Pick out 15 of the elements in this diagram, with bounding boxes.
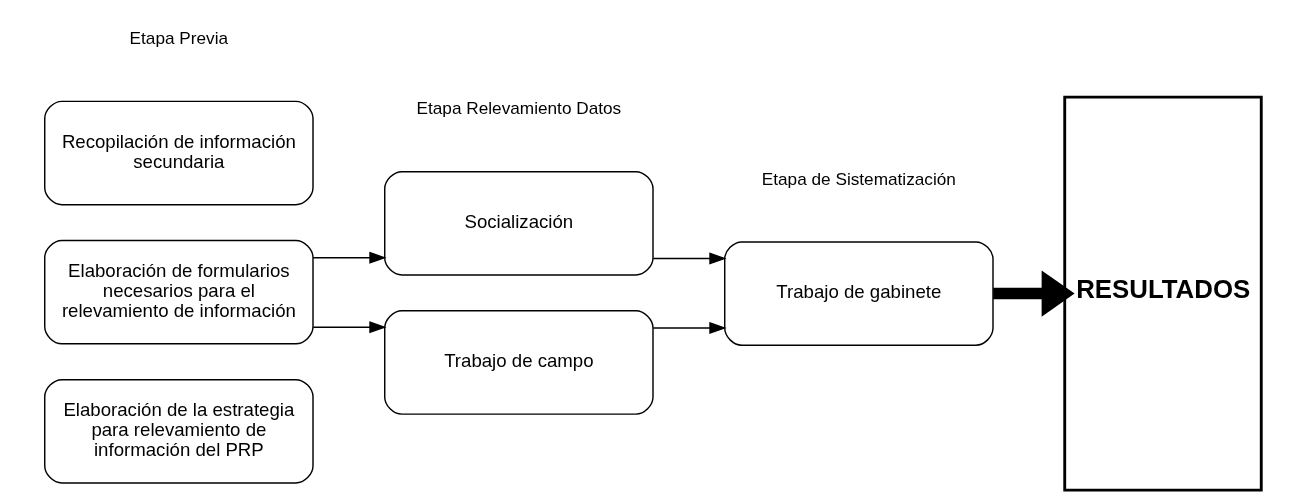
label: Etapa de Sistematización (761, 168, 956, 189)
node-box: Recopilación de información secundaria (44, 100, 314, 206)
node-box: Trabajo de campo (384, 310, 654, 415)
arrow (993, 270, 1075, 317)
node-box: Elaboración de formularios necesarios para el relevamiento de información (44, 239, 314, 345)
arrow (312, 321, 387, 334)
label: Etapa Relevamiento Datos (416, 98, 622, 119)
arrow (652, 322, 727, 335)
node-box: Socialización (384, 170, 654, 276)
node-box: Elaboración de la estrategia para relevamiento de información del PRP (44, 378, 314, 484)
arrow (652, 252, 727, 265)
node-box: Trabajo de gabinete (724, 241, 994, 346)
arrow (312, 251, 387, 264)
label: Etapa Previa (129, 28, 229, 49)
node-box: RESULTADOS (1063, 95, 1263, 492)
